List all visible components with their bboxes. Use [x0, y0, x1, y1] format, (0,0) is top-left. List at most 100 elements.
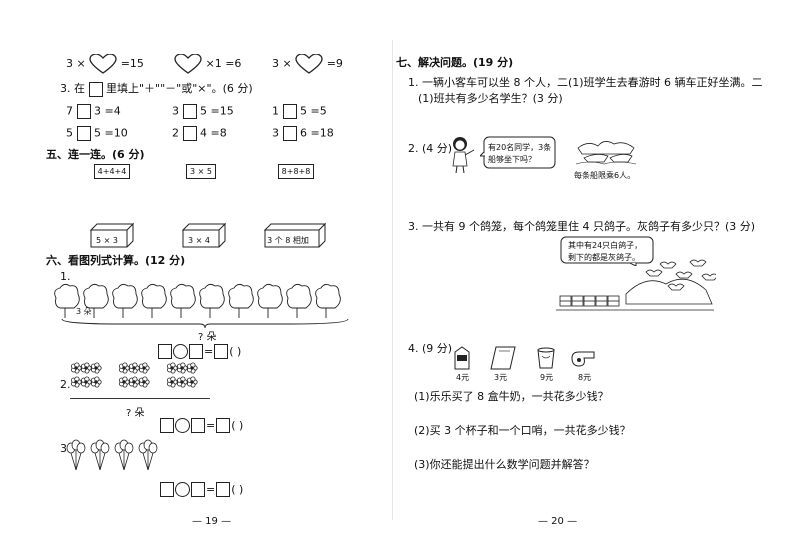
- operand-result: 4 =8: [200, 126, 227, 140]
- answer-box[interactable]: [191, 482, 205, 497]
- q3-title-rest: 里填上"＋""－"或"×"。(6 分): [106, 82, 253, 95]
- problem-2-label: 2.: [60, 378, 71, 391]
- sub-question-3: (3)你还能提出什么数学问题并解答？: [414, 458, 595, 471]
- operator-box[interactable]: [182, 126, 197, 141]
- tree-row-icon: [54, 283, 341, 318]
- notebook-icon: [490, 346, 516, 370]
- bubble-2-line-1: 有20名同学，3条: [488, 143, 552, 152]
- cube-box-icon: [90, 222, 134, 248]
- operand: 3: [172, 104, 179, 118]
- operand: 2: [172, 126, 179, 140]
- unit-paren[interactable]: ( ): [231, 419, 244, 432]
- cube-label-2[interactable]: 3 × 4: [188, 236, 210, 245]
- unit-paren[interactable]: ( ): [229, 345, 242, 358]
- answer-row-2: = ( ): [160, 418, 243, 433]
- q3-item: 2 4 =8: [172, 126, 227, 141]
- problem-1-label: 1.: [60, 270, 71, 283]
- balloon-group-icon: [66, 439, 158, 471]
- problem-3-label: 3.: [60, 442, 71, 455]
- boat-note: 每条船限乘6人。: [574, 171, 636, 180]
- price-notebook: 3元: [494, 373, 508, 382]
- operator-circle[interactable]: [173, 344, 188, 359]
- operand: 3: [272, 126, 279, 140]
- cup-icon: [537, 347, 555, 369]
- q1-line-2: (1)班共有多少名学生？(3 分): [418, 92, 563, 105]
- boats-icon: [575, 141, 637, 165]
- q3-title: 3. 在 里填上"＋""－"或"×"。(6 分): [60, 80, 253, 97]
- equation-suffix: ×1 =6: [205, 57, 242, 70]
- sub-question-1: (1)乐乐买了 8 盒牛奶，一共花多少钱？: [414, 390, 609, 403]
- operator-box[interactable]: [182, 104, 197, 119]
- page-number-left: — 19 —: [192, 516, 232, 527]
- price-cup: 9元: [540, 373, 554, 382]
- section-5-title: 五、连一连。(6 分): [46, 148, 145, 161]
- q2-label: 2. (4 分): [408, 142, 453, 155]
- cube-label-1[interactable]: 5 × 3: [96, 236, 118, 245]
- answer-box[interactable]: [216, 418, 231, 433]
- section-6-title: 六、看图列式计算。(12 分): [46, 254, 186, 267]
- answer-box[interactable]: [160, 482, 174, 497]
- q3-title-start: 3. 在: [60, 82, 85, 95]
- page-divider: [392, 40, 393, 520]
- q3-item: 3 5 =15: [172, 104, 234, 119]
- dove-cages-icon: [556, 259, 716, 311]
- heart-equation-1: 3 × =15: [66, 54, 144, 74]
- operator-box[interactable]: [76, 126, 91, 141]
- q3-item: 7 3 =4: [66, 104, 121, 119]
- answer-row-1: = ( ): [158, 344, 241, 359]
- answer-box[interactable]: [88, 81, 103, 97]
- q4-label: 4. (9 分): [408, 342, 453, 355]
- q3-text: 3. 一共有 9 个鸽笼，每个鸽笼里住 4 只鸽子。灰鸽子有多少只？(3 分): [408, 220, 756, 233]
- operator-circle[interactable]: [175, 418, 190, 433]
- q1-line-1: 1. 一辆小客车可以坐 8 个人，二(1)班学生去春游时 6 辆车正好坐满。二: [408, 76, 763, 89]
- flower-line: [70, 398, 210, 399]
- cube-box-icon: [182, 222, 226, 248]
- price-milk: 4元: [456, 373, 470, 382]
- q3-item: 5 5 =10: [66, 126, 128, 141]
- answer-box[interactable]: [160, 418, 174, 433]
- q3-item: 1 5 =5: [272, 104, 327, 119]
- q3-item: 3 6 =18: [272, 126, 334, 141]
- match-box-top-3[interactable]: 8+8+8: [278, 164, 314, 179]
- operand: 1: [272, 104, 279, 118]
- equation-suffix: =9: [326, 57, 343, 70]
- heart-equation-3: 3 × =9: [272, 54, 343, 74]
- bubble-3-line-1: 其中有24只白鸽子，: [568, 241, 643, 250]
- heart-icon: [174, 54, 202, 74]
- tree-note: 3 朵: [76, 307, 92, 316]
- equation-prefix: 3 ×: [272, 57, 292, 70]
- price-whistle: 8元: [578, 373, 592, 382]
- answer-box[interactable]: [189, 344, 203, 359]
- bubble-3-line-2: 剩下的都是灰鸽子。: [568, 253, 640, 262]
- operand-result: 5 =10: [94, 126, 128, 140]
- answer-box[interactable]: [158, 344, 172, 359]
- problem-1-question: ? 朵: [198, 332, 217, 343]
- problem-2-question: ? 朵: [126, 408, 145, 419]
- operator-box[interactable]: [282, 104, 297, 119]
- heart-icon: [295, 54, 323, 74]
- heart-icon: [89, 54, 117, 74]
- operator-box[interactable]: [76, 104, 91, 119]
- operator-box[interactable]: [282, 126, 297, 141]
- operand-result: 5 =15: [200, 104, 234, 118]
- match-box-top-1[interactable]: 4+4+4: [94, 164, 130, 179]
- operand-result: 6 =18: [300, 126, 334, 140]
- unit-paren[interactable]: ( ): [231, 483, 244, 496]
- operand-result: 3 =4: [94, 104, 121, 118]
- match-box-top-2[interactable]: 3 × 5: [186, 164, 216, 179]
- answer-box[interactable]: [191, 418, 205, 433]
- sub-question-2: (2)买 3 个杯子和一个口哨，一共花多少钱？: [414, 424, 631, 437]
- milk-box-icon: [454, 346, 470, 370]
- equation-suffix: =15: [120, 57, 144, 70]
- answer-row-3: = ( ): [160, 482, 243, 497]
- bubble-2-line-2: 船够坐下吗？: [488, 155, 536, 164]
- answer-box[interactable]: [216, 482, 231, 497]
- whistle-icon: [571, 351, 595, 367]
- operator-circle[interactable]: [175, 482, 190, 497]
- section-7-title: 七、解决问题。(19 分): [396, 56, 514, 69]
- operand: 7: [66, 104, 73, 118]
- answer-box[interactable]: [214, 344, 229, 359]
- brace-icon: [61, 318, 349, 328]
- heart-equation-2: ×1 =6: [174, 54, 241, 74]
- cube-label-3[interactable]: 3 个 8 相加: [267, 236, 309, 245]
